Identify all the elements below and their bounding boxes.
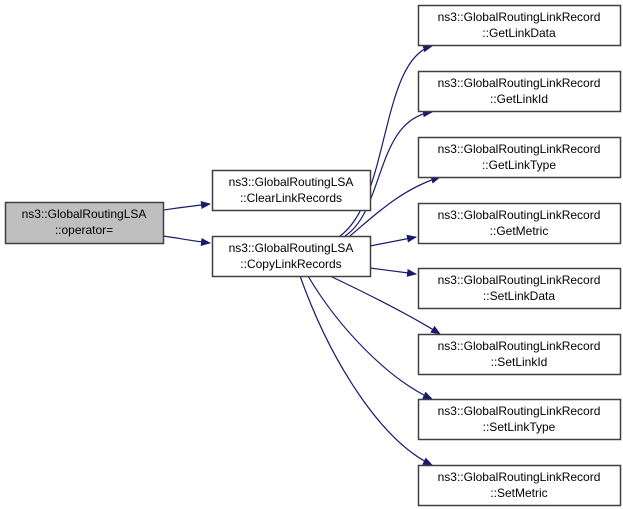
node-getlinkdata[interactable]: ns3::GlobalRoutingLinkRecord::GetLinkDat… xyxy=(417,4,622,47)
edge-copy-to-getmetric xyxy=(369,234,417,247)
node-box xyxy=(417,267,622,310)
node-label-line1: ns3::GlobalRoutingLinkRecord xyxy=(438,76,601,90)
node-copy[interactable]: ns3::GlobalRoutingLSA::CopyLinkRecords xyxy=(211,235,372,278)
node-label-line2: ::GetLinkType xyxy=(482,158,556,172)
edge-operator-to-copy xyxy=(162,235,211,246)
node-label-line1: ns3::GlobalRoutingLinkRecord xyxy=(438,339,601,353)
node-operator: ns3::GlobalRoutingLSA::operator= xyxy=(4,201,165,245)
node-label-line1: ns3::GlobalRoutingLinkRecord xyxy=(438,142,601,156)
node-label-line1: ns3::GlobalRoutingLinkRecord xyxy=(438,470,601,484)
edge-copy-to-setmetric xyxy=(299,275,433,466)
node-box xyxy=(417,202,622,245)
node-label-line2: ::CopyLinkRecords xyxy=(240,257,341,271)
edge-copy-to-getlinkdata xyxy=(339,44,433,237)
edges xyxy=(162,44,441,466)
node-label-line1: ns3::GlobalRoutingLinkRecord xyxy=(438,404,601,418)
node-setmetric[interactable]: ns3::GlobalRoutingLinkRecord::SetMetric xyxy=(417,464,622,507)
node-label-line1: ns3::GlobalRoutingLinkRecord xyxy=(438,10,601,24)
node-label-line2: ::SetLinkData xyxy=(483,289,555,303)
node-label-line1: ns3::GlobalRoutingLSA xyxy=(229,241,354,255)
node-clear[interactable]: ns3::GlobalRoutingLSA::ClearLinkRecords xyxy=(211,169,372,212)
node-box xyxy=(417,398,622,441)
node-setlinkdata[interactable]: ns3::GlobalRoutingLinkRecord::SetLinkDat… xyxy=(417,267,622,310)
node-label-line2: ::GetLinkId xyxy=(490,92,548,106)
node-box xyxy=(211,169,372,212)
nodes: ns3::GlobalRoutingLSA::operator=ns3::Glo… xyxy=(4,4,622,507)
node-setlinktype[interactable]: ns3::GlobalRoutingLinkRecord::SetLinkTyp… xyxy=(417,398,622,441)
node-setlinkid[interactable]: ns3::GlobalRoutingLinkRecord::SetLinkId xyxy=(417,333,622,376)
node-label-line2: ::GetLinkData xyxy=(482,26,556,40)
node-label-line2: ::SetLinkId xyxy=(491,355,548,369)
edge-copy-to-setlinkdata xyxy=(369,267,417,277)
node-box xyxy=(211,235,372,278)
node-box xyxy=(4,201,165,245)
node-box xyxy=(417,70,622,113)
node-label-line1: ns3::GlobalRoutingLinkRecord xyxy=(438,273,601,287)
node-box xyxy=(417,136,622,179)
node-label-line2: ::ClearLinkRecords xyxy=(240,191,342,205)
edge-copy-to-setlinktype xyxy=(307,275,433,400)
node-label-line2: ::SetLinkType xyxy=(483,420,556,434)
node-label-line2: ::operator= xyxy=(55,223,113,237)
node-getlinkid[interactable]: ns3::GlobalRoutingLinkRecord::GetLinkId xyxy=(417,70,622,113)
node-label-line1: ns3::GlobalRoutingLinkRecord xyxy=(438,208,601,222)
edge-copy-to-getlinkid xyxy=(344,109,433,237)
edge-copy-to-getlinktype xyxy=(349,175,441,237)
edge-operator-to-clear xyxy=(162,201,211,211)
node-box xyxy=(417,333,622,376)
node-label-line1: ns3::GlobalRoutingLSA xyxy=(229,175,354,189)
node-getlinktype[interactable]: ns3::GlobalRoutingLinkRecord::GetLinkTyp… xyxy=(417,136,622,179)
edge-copy-to-setlinkid xyxy=(329,275,441,335)
node-getmetric[interactable]: ns3::GlobalRoutingLinkRecord::GetMetric xyxy=(417,202,622,245)
node-label-line1: ns3::GlobalRoutingLSA xyxy=(22,207,147,221)
node-box xyxy=(417,464,622,507)
node-label-line2: ::GetMetric xyxy=(490,224,549,238)
node-label-line2: ::SetMetric xyxy=(490,486,547,500)
node-box xyxy=(417,4,622,47)
